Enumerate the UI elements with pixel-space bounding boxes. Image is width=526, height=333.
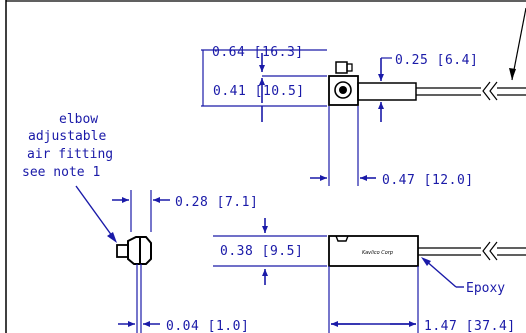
side-view: Kavlico Corp 0.38 [9.5] Epoxy — [213, 218, 526, 333]
epoxy-callout: Epoxy — [421, 257, 505, 296]
top-view: 0.64 [16.3] 0.41 [10.5] 0.25 [6.4] 0.47 … — [201, 7, 526, 188]
cable-side — [418, 241, 526, 261]
dim-label-fitting-height: 0.64 [16.3] — [212, 45, 304, 60]
note-line-1: elbow — [59, 112, 98, 127]
dim-label-body-height: 0.41 [10.5] — [213, 84, 305, 99]
dim-label-tail-height: 0.25 [6.4] — [395, 53, 478, 68]
fitting-note: elbow adjustable air fitting see note 1 — [22, 112, 117, 243]
note-leader-line — [75, 185, 116, 241]
port-inner-circle — [339, 86, 347, 94]
fitting-end-square — [116, 244, 129, 258]
dim-tail-height: 0.25 [6.4] — [378, 53, 478, 122]
cable-top — [416, 81, 526, 101]
dim-label-side-length: 1.47 [37.4] — [424, 319, 516, 333]
dim-side-length: 1.47 [37.4] — [328, 266, 516, 333]
dim-body-width: 0.47 [12.0] — [310, 106, 474, 188]
note-line-3: air fitting — [27, 147, 113, 162]
leader-line-top-right — [511, 7, 526, 81]
drawing-border — [5, 0, 526, 333]
dim-label-offset: 0.04 [1.0] — [166, 319, 249, 333]
fitting-top — [335, 61, 353, 74]
dim-offset: 0.04 [1.0] — [118, 264, 249, 333]
dim-fitting-width: 0.28 [7.1] — [112, 190, 258, 232]
end-view: 0.28 [7.1] 0.04 [1.0] — [112, 190, 258, 333]
port-outer-circle — [334, 81, 352, 99]
dim-label-fitting-width: 0.28 [7.1] — [175, 195, 258, 210]
dim-label-side-height: 0.38 [9.5] — [220, 244, 303, 259]
sensor-tail-top — [357, 82, 417, 101]
note-line-2: adjustable — [28, 129, 106, 144]
epoxy-label: Epoxy — [466, 281, 505, 296]
dim-fitting-height: 0.64 [16.3] — [201, 45, 327, 107]
note-line-4: see note 1 — [22, 165, 100, 180]
dim-body-height: 0.41 [10.5] — [213, 75, 327, 122]
dim-side-height: 0.38 [9.5] — [213, 218, 327, 285]
dim-label-body-width: 0.47 [12.0] — [382, 173, 474, 188]
sensor-label-text: Kavlico Corp — [362, 250, 393, 256]
